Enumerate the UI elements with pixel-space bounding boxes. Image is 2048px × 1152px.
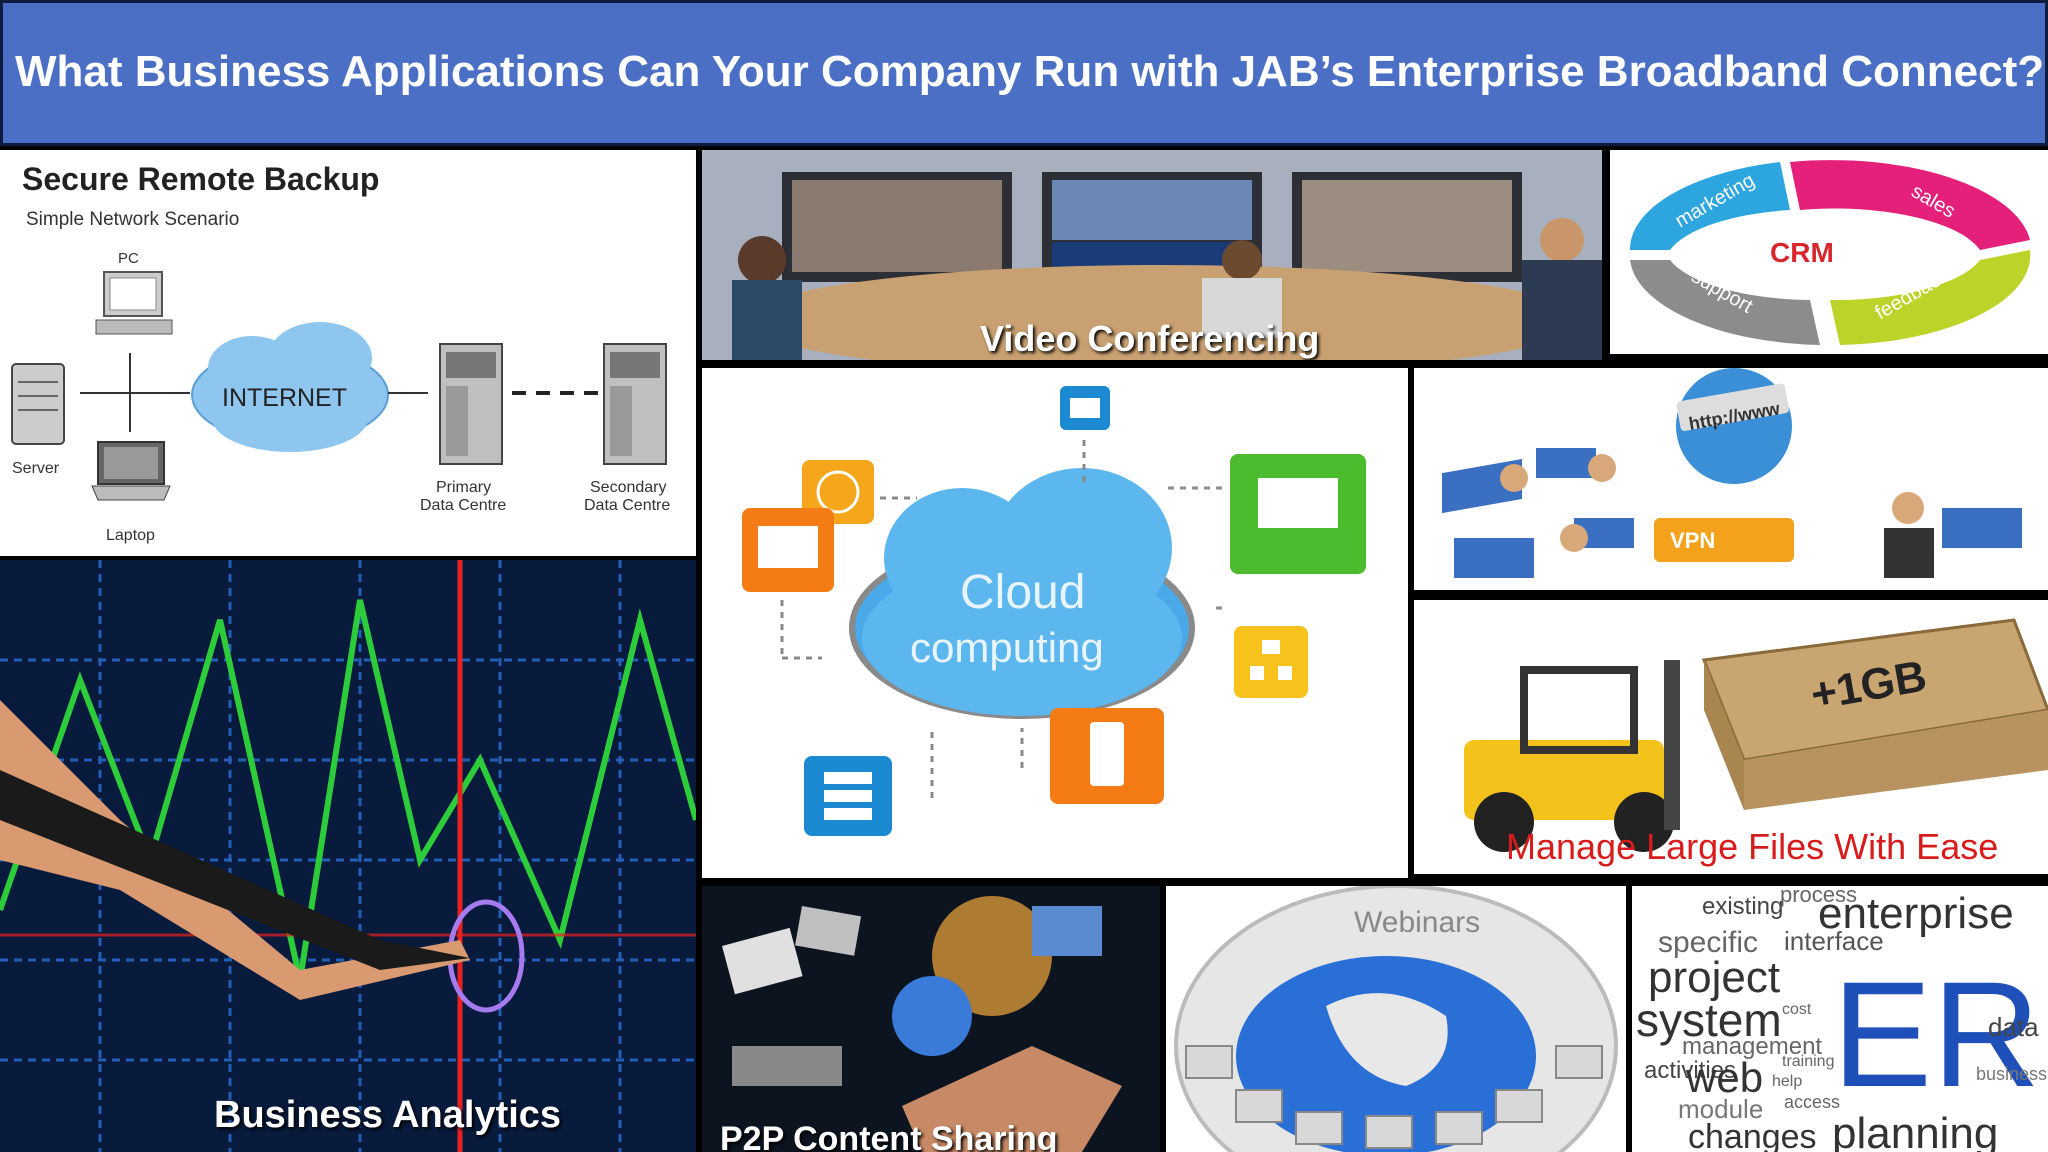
backup-title: Secure Remote Backup bbox=[22, 161, 379, 197]
video-conferencing-tile: Video Conferencing bbox=[702, 150, 1602, 360]
erp-word-9: module bbox=[1678, 1094, 1763, 1124]
forklift-image: +1GB bbox=[1464, 618, 2048, 852]
mobile-phone-icon bbox=[1050, 708, 1164, 804]
server-icon bbox=[11, 363, 65, 445]
pc-label: PC bbox=[118, 250, 139, 267]
pen-icon bbox=[0, 770, 470, 970]
erp-word-7: activities bbox=[1644, 1057, 1736, 1084]
internet-label: INTERNET bbox=[222, 384, 347, 412]
server-label: Server bbox=[12, 460, 60, 477]
hand-icon bbox=[902, 1046, 1122, 1152]
page-title: What Business Applications Can Your Comp… bbox=[15, 47, 2045, 96]
erp-word-10: changes bbox=[1688, 1118, 1817, 1152]
business-analytics-tile: Business Analytics bbox=[0, 560, 696, 1152]
primary-server-icon bbox=[439, 343, 503, 465]
erp-word-17: access bbox=[1784, 1092, 1840, 1112]
laptop-icon bbox=[1230, 454, 1366, 574]
crm-tile: CRM marketing sales support feedback bbox=[1610, 150, 2048, 354]
video-conferencing-caption: Video Conferencing bbox=[980, 318, 1320, 359]
secondary-label-2: Data Centre bbox=[584, 497, 670, 514]
laptop-icon bbox=[91, 441, 171, 501]
erp-word-cloud: ERP enterprise existing interface specif… bbox=[1632, 886, 2048, 1152]
vpn-diagram: http://www VPN bbox=[1442, 368, 2022, 578]
p2p-tile: P2P Content Sharing bbox=[702, 886, 1160, 1152]
cloud-icon bbox=[849, 468, 1195, 719]
large-files-caption: Manage Large Files With Ease bbox=[1506, 826, 1999, 867]
cloud-computing-tile: Cloud computing bbox=[702, 368, 1408, 878]
database-icon bbox=[804, 756, 892, 836]
laptop-label: Laptop bbox=[106, 527, 155, 544]
erp-word-11: planning bbox=[1832, 1109, 1998, 1152]
erp-tile: ERP enterprise existing interface specif… bbox=[1632, 886, 2048, 1152]
secondary-label-1: Secondary bbox=[590, 479, 667, 496]
p2p-caption: P2P Content Sharing bbox=[720, 1120, 1058, 1152]
cloud-label-1: Cloud bbox=[960, 566, 1085, 619]
crate-icon bbox=[1701, 618, 2048, 810]
erp-word-12: data bbox=[1988, 1012, 2039, 1042]
secondary-server-icon bbox=[603, 343, 667, 465]
erp-word-3: specific bbox=[1658, 926, 1758, 959]
network-diagram: Secure Remote Backup Simple Network Scen… bbox=[11, 161, 670, 544]
primary-label-1: Primary bbox=[436, 479, 491, 496]
vpn-label: VPN bbox=[1670, 528, 1715, 553]
erp-word-0: enterprise bbox=[1818, 889, 2014, 938]
crm-cycle-diagram: CRM marketing sales support feedback bbox=[1629, 160, 2031, 345]
erp-word-13: business bbox=[1976, 1064, 2047, 1084]
erp-word-1: existing bbox=[1702, 893, 1783, 920]
erp-word-2: interface bbox=[1784, 926, 1884, 956]
business-analytics-caption: Business Analytics bbox=[214, 1094, 562, 1136]
video-conference-image bbox=[702, 150, 1602, 360]
vpn-tile: http://www VPN bbox=[1414, 368, 2048, 590]
primary-label-2: Data Centre bbox=[420, 497, 506, 514]
backup-tile: Secure Remote Backup Simple Network Scen… bbox=[0, 150, 696, 556]
erp-word-15: training bbox=[1782, 1053, 1834, 1070]
backup-subtitle: Simple Network Scenario bbox=[26, 209, 239, 230]
p2p-image bbox=[702, 886, 1160, 1152]
erp-word-5: system bbox=[1636, 994, 1782, 1046]
vpn-key-icon bbox=[1654, 518, 1794, 562]
erp-word-14: cost bbox=[1782, 1001, 1812, 1018]
cloud-label-2: computing bbox=[910, 624, 1104, 671]
erp-word-18: process bbox=[1780, 886, 1857, 907]
webinars-image: Webinars bbox=[1166, 886, 1626, 1152]
header-banner: What Business Applications Can Your Comp… bbox=[0, 0, 2048, 146]
large-files-tile: +1GB Manage Large Files With Ease bbox=[1414, 600, 2048, 874]
webinars-tile: Webinars bbox=[1166, 886, 1626, 1152]
erp-big-label: ERP bbox=[1832, 950, 2048, 1118]
forklift-icon bbox=[1464, 660, 1680, 852]
sitemap-icon bbox=[1234, 626, 1308, 698]
internet-cloud-icon bbox=[191, 322, 389, 452]
erp-word-4: project bbox=[1648, 953, 1780, 1002]
cloud-computing-diagram: Cloud computing bbox=[742, 386, 1366, 836]
erp-word-6: management bbox=[1682, 1033, 1822, 1060]
monitor-icon bbox=[742, 508, 834, 592]
pc-icon bbox=[95, 271, 173, 335]
erp-word-8: web bbox=[1685, 1054, 1763, 1101]
email-icon bbox=[1060, 386, 1110, 430]
webinars-label: Webinars bbox=[1354, 906, 1480, 939]
crm-center-label: CRM bbox=[1770, 237, 1834, 268]
analytics-image bbox=[0, 560, 696, 1152]
erp-word-16: help bbox=[1772, 1073, 1802, 1090]
